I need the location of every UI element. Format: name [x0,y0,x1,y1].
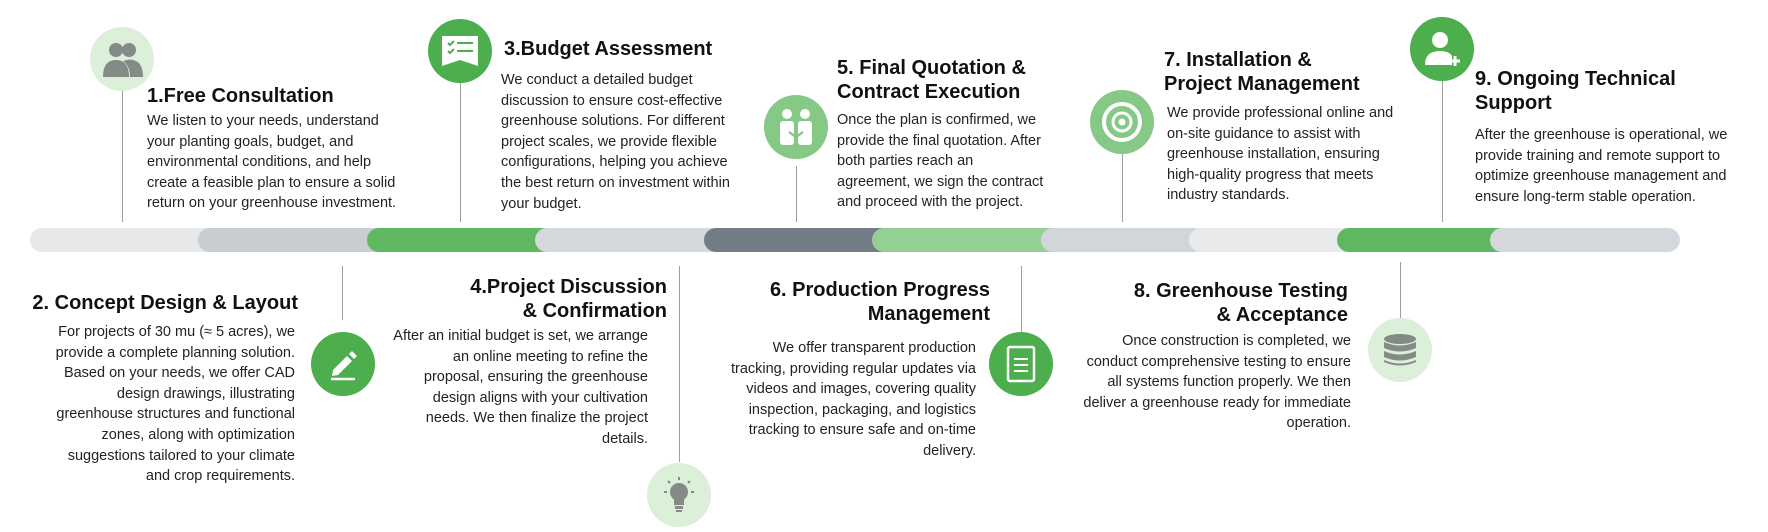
timeline-segment-10 [1490,228,1680,252]
timeline-segment-2 [198,228,388,252]
step-5-title: 5. Final Quotation & Contract Execution [837,57,1026,103]
step-6-title: 6. Production Progress Management [769,279,990,325]
step-7-title: 7. Installation & Project Management [1164,49,1360,95]
people-icon [90,27,154,91]
step-8-title: 8. Greenhouse Testing & Acceptance [1133,280,1348,326]
connector-5 [796,166,797,222]
target-icon [1090,90,1154,154]
step-6-text: We offer transparent production tracking… [730,340,976,459]
step-7-text: We provide professional online and on-si… [1167,105,1394,204]
connector-8 [1400,262,1401,318]
checklist-icon [428,19,492,83]
database-icon [1368,318,1432,382]
lightbulb-icon [647,463,711,527]
step-5-text: Once the plan is confirmed, we provide t… [837,112,1044,211]
step-3: 3.Budget Assessment We conduct a detaile… [501,37,771,214]
step-8: 8. Greenhouse Testing & Acceptance Once … [1040,279,1351,434]
connector-4 [679,266,680,462]
step-9-text: After the greenhouse is operational, we … [1475,127,1728,205]
connector-2 [342,266,343,320]
step-3-title: 3.Budget Assessment [504,38,713,60]
step-8-text: Once construction is completed, we condu… [1083,333,1351,432]
connector-9 [1442,78,1443,222]
connector-6 [1021,266,1022,334]
connector-3 [460,80,461,222]
step-1: 1.Free Consultation We listen to your ne… [147,84,437,214]
step-7: 7. Installation & Project Management We … [1164,48,1424,206]
step-4-title: 4.Project Discussion & Confirmation [470,276,667,322]
connector-1 [122,86,123,222]
pencil-icon [311,332,375,396]
user-add-icon [1410,17,1474,81]
step-2-text: For projects of 30 mu (≈ 5 acres), we pr… [55,324,295,485]
timeline-segment-6 [872,228,1062,252]
step-9: 9. Ongoing Technical Support After the g… [1475,67,1765,207]
timeline-segment-4 [535,228,725,252]
step-2: 2. Concept Design & Layout For projects … [30,291,298,487]
handshake-icon [764,95,828,159]
timeline-segment-1 [30,228,220,252]
step-9-title: 9. Ongoing Technical Support [1475,68,1676,114]
timeline-segment-3 [367,228,557,252]
step-3-text: We conduct a detailed budget discussion … [501,72,730,212]
connector-7 [1122,150,1123,222]
step-5: 5. Final Quotation & Contract Execution … [837,56,1082,213]
document-icon [989,332,1053,396]
step-1-text: We listen to your needs, understand your… [147,113,397,212]
step-1-title: 1.Free Consultation [147,85,334,107]
step-4: 4.Project Discussion & Confirmation Afte… [370,275,667,450]
step-6: 6. Production Progress Management We off… [700,278,990,462]
step-4-text: After an initial budget is set, we arran… [393,328,648,447]
step-2-title: 2. Concept Design & Layout [32,292,298,314]
timeline-segment-5 [704,228,894,252]
